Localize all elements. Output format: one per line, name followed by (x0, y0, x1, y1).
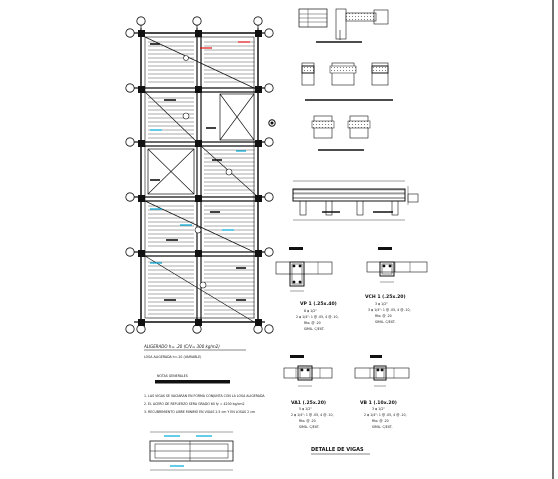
vb1-rest: Rto. @ .20 (372, 419, 389, 423)
detail-callouts (182, 55, 276, 289)
floor-plan (125, 16, 276, 334)
vch1-rebar: 3 φ 1/2" (375, 302, 388, 306)
section-va1: VA1 (.25x.20) 5 φ 1/2" 2 φ 1/4": 1 @ .05… (283, 355, 334, 429)
plan-note-sub: LOSA ALIGERADA h=.20 (VARIABLE) (144, 355, 201, 359)
note-line-2: 2. EL ACERO DE REFUERZO SERA GRADO 60 fy… (144, 402, 244, 406)
plan-notes: ALIGERADO h= .20 (C/V= 300 kg/m2) LOSA A… (143, 344, 246, 359)
vp1-misc: SIMIL. C/EXT. (304, 327, 324, 331)
vb1-label: VB 1 (.10x.20) (360, 400, 397, 406)
general-notes: NOTAS GENERALES 1. LAS VIGAS SE VACIARAN… (144, 374, 265, 414)
vp1-rest: Rto. @ .20 (304, 321, 321, 325)
va1-label: VA1 (.25x.20) (291, 400, 326, 406)
vb1-stirrups: 2 φ 1/4": 1 @ .05, 4 @ .10, (364, 413, 407, 417)
note-line-1: 1. LAS VIGAS SE VACIARAN EN FORMA CONJUN… (144, 394, 265, 398)
va1-rebar: 5 φ 1/2" (299, 407, 312, 411)
vb1-rebar: 3 φ 1/2" (372, 407, 385, 411)
footing-detail (149, 431, 234, 471)
vp1-stirrups: 2 φ 1/4": 1 @ .05, 4 @ .10, (296, 315, 339, 319)
va1-rest: Rto. @ .20 (299, 419, 316, 423)
plan-note-title: ALIGERADO h= .20 (C/V= 300 kg/m2) (143, 344, 220, 349)
vch1-misc: SIMIL. C/EXT. (375, 320, 395, 324)
notes-title-bar (155, 380, 230, 384)
plan-accents (150, 41, 250, 264)
beam-elevation (292, 180, 419, 221)
section-vch1: VCH 1 (.25x.20) 3 φ 1/2" 3 φ 1/4": 1 @ .… (365, 247, 428, 324)
axis-circle (136, 16, 146, 26)
va1-misc: SIMIL. C/EXT. (299, 425, 319, 429)
section-vb1: VB 1 (.10x.20) 3 φ 1/2" 2 φ 1/4": 1 @ .0… (354, 355, 410, 429)
vch1-rest: Rto. @ .20 (375, 314, 392, 318)
va1-stirrups: 2 φ 1/4": 1 @ .05, 4 @ .10, (291, 413, 334, 417)
vp1-rebar: 8 φ 1/2" (304, 309, 317, 313)
plan-rebar-marks (150, 43, 246, 301)
notes-title: NOTAS GENERALES (157, 374, 188, 378)
plan-voids (147, 93, 255, 195)
top-detail-group (298, 8, 393, 151)
vch1-label: VCH 1 (.25x.20) (365, 294, 406, 300)
vb1-misc: SIMIL. C/EXT. (372, 425, 392, 429)
plan-beams-vertical (140, 28, 259, 325)
note-line-3: 3. RECUBRIMIENTO LIBRE MINIMO EN VIGAS 2… (144, 410, 255, 414)
section-vp1: VP 1 (.25x.40) 8 φ 1/2" 2 φ 1/4": 1 @ .0… (275, 247, 339, 331)
beam-details-title: DETALLE DE VIGAS (311, 447, 364, 453)
vp1-label: VP 1 (.25x.40) (300, 301, 337, 307)
axis-circle (253, 16, 263, 26)
plan-columns (138, 30, 262, 326)
vch1-stirrups: 3 φ 1/4": 1 @ .05, 4 @ .10, (368, 308, 411, 312)
axis-circle (192, 16, 202, 26)
